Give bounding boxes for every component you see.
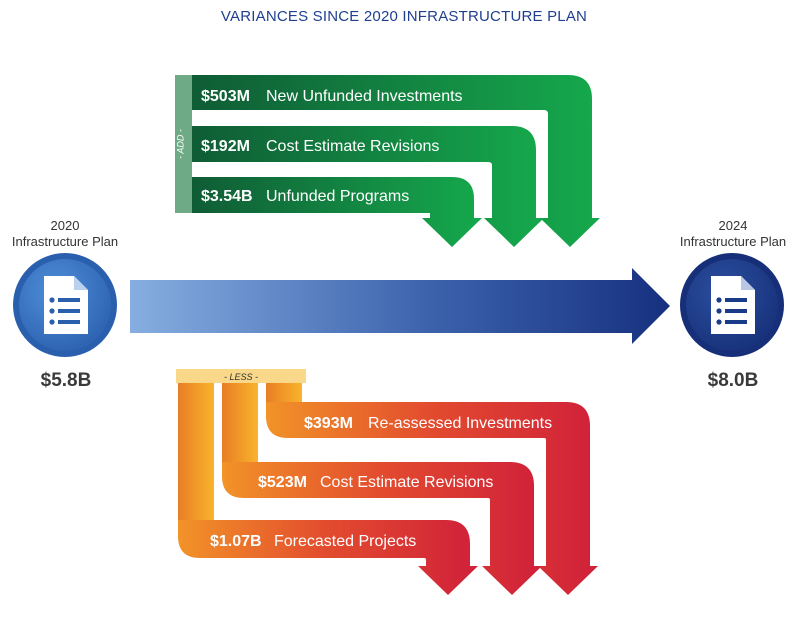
end-plan-amount: $8.0B xyxy=(707,370,759,391)
less-arrow-reassessed-investments xyxy=(266,383,598,595)
main-arrow xyxy=(130,268,670,344)
end-plan-title: Infrastructure Plan xyxy=(679,234,787,249)
less-vertical xyxy=(178,383,214,520)
less-item-label: Forecasted Projects xyxy=(274,533,416,550)
less-tab-label: - LESS - xyxy=(224,372,258,382)
page-title: VARIANCES SINCE 2020 INFRASTRUCTURE PLAN xyxy=(220,8,588,25)
less-vertical xyxy=(222,383,258,462)
add-arrow-unfunded-programs xyxy=(192,177,482,247)
less-item-amount: $1.07B xyxy=(210,533,262,550)
add-item-amount: $192M xyxy=(201,138,250,155)
add-item-label: New Unfunded Investments xyxy=(266,88,463,105)
end-plan-label: 2024 Infrastructure Plan xyxy=(663,218,803,250)
less-item-label: Cost Estimate Revisions xyxy=(320,474,493,491)
add-item-amount: $503M xyxy=(201,88,250,105)
add-group: - ADD - $503M New Unfunded Investments $… xyxy=(175,75,600,247)
add-tab xyxy=(175,75,192,213)
less-vertical xyxy=(266,383,302,402)
start-plan-label: 2020 Infrastructure Plan xyxy=(0,218,135,250)
add-arrow-new-unfunded-investments xyxy=(192,75,600,247)
start-plan-amount: $5.8B xyxy=(40,370,92,391)
less-item-amount: $523M xyxy=(258,474,307,491)
less-arrow-cost-estimate-revisions xyxy=(222,383,542,595)
end-plan-icon xyxy=(680,253,784,357)
start-plan-title: Infrastructure Plan xyxy=(11,234,119,249)
document-list-icon xyxy=(44,276,88,334)
add-arrow-cost-estimate-revisions xyxy=(192,126,544,247)
add-item-amount: $3.54B xyxy=(201,188,253,205)
less-group: - LESS - $393M Re-assessed Investments $… xyxy=(176,369,598,595)
less-arrow-forecasted-projects xyxy=(178,383,478,595)
less-item-label: Re-assessed Investments xyxy=(368,415,552,432)
document-list-icon xyxy=(711,276,755,334)
start-plan-year: 2020 xyxy=(50,218,80,233)
less-tab xyxy=(176,369,306,383)
start-plan-icon xyxy=(13,253,117,357)
add-tab-label: - ADD - xyxy=(176,129,186,159)
end-plan-year: 2024 xyxy=(718,218,748,233)
add-item-label: Unfunded Programs xyxy=(266,188,409,205)
add-item-label: Cost Estimate Revisions xyxy=(266,138,439,155)
less-item-amount: $393M xyxy=(304,415,353,432)
